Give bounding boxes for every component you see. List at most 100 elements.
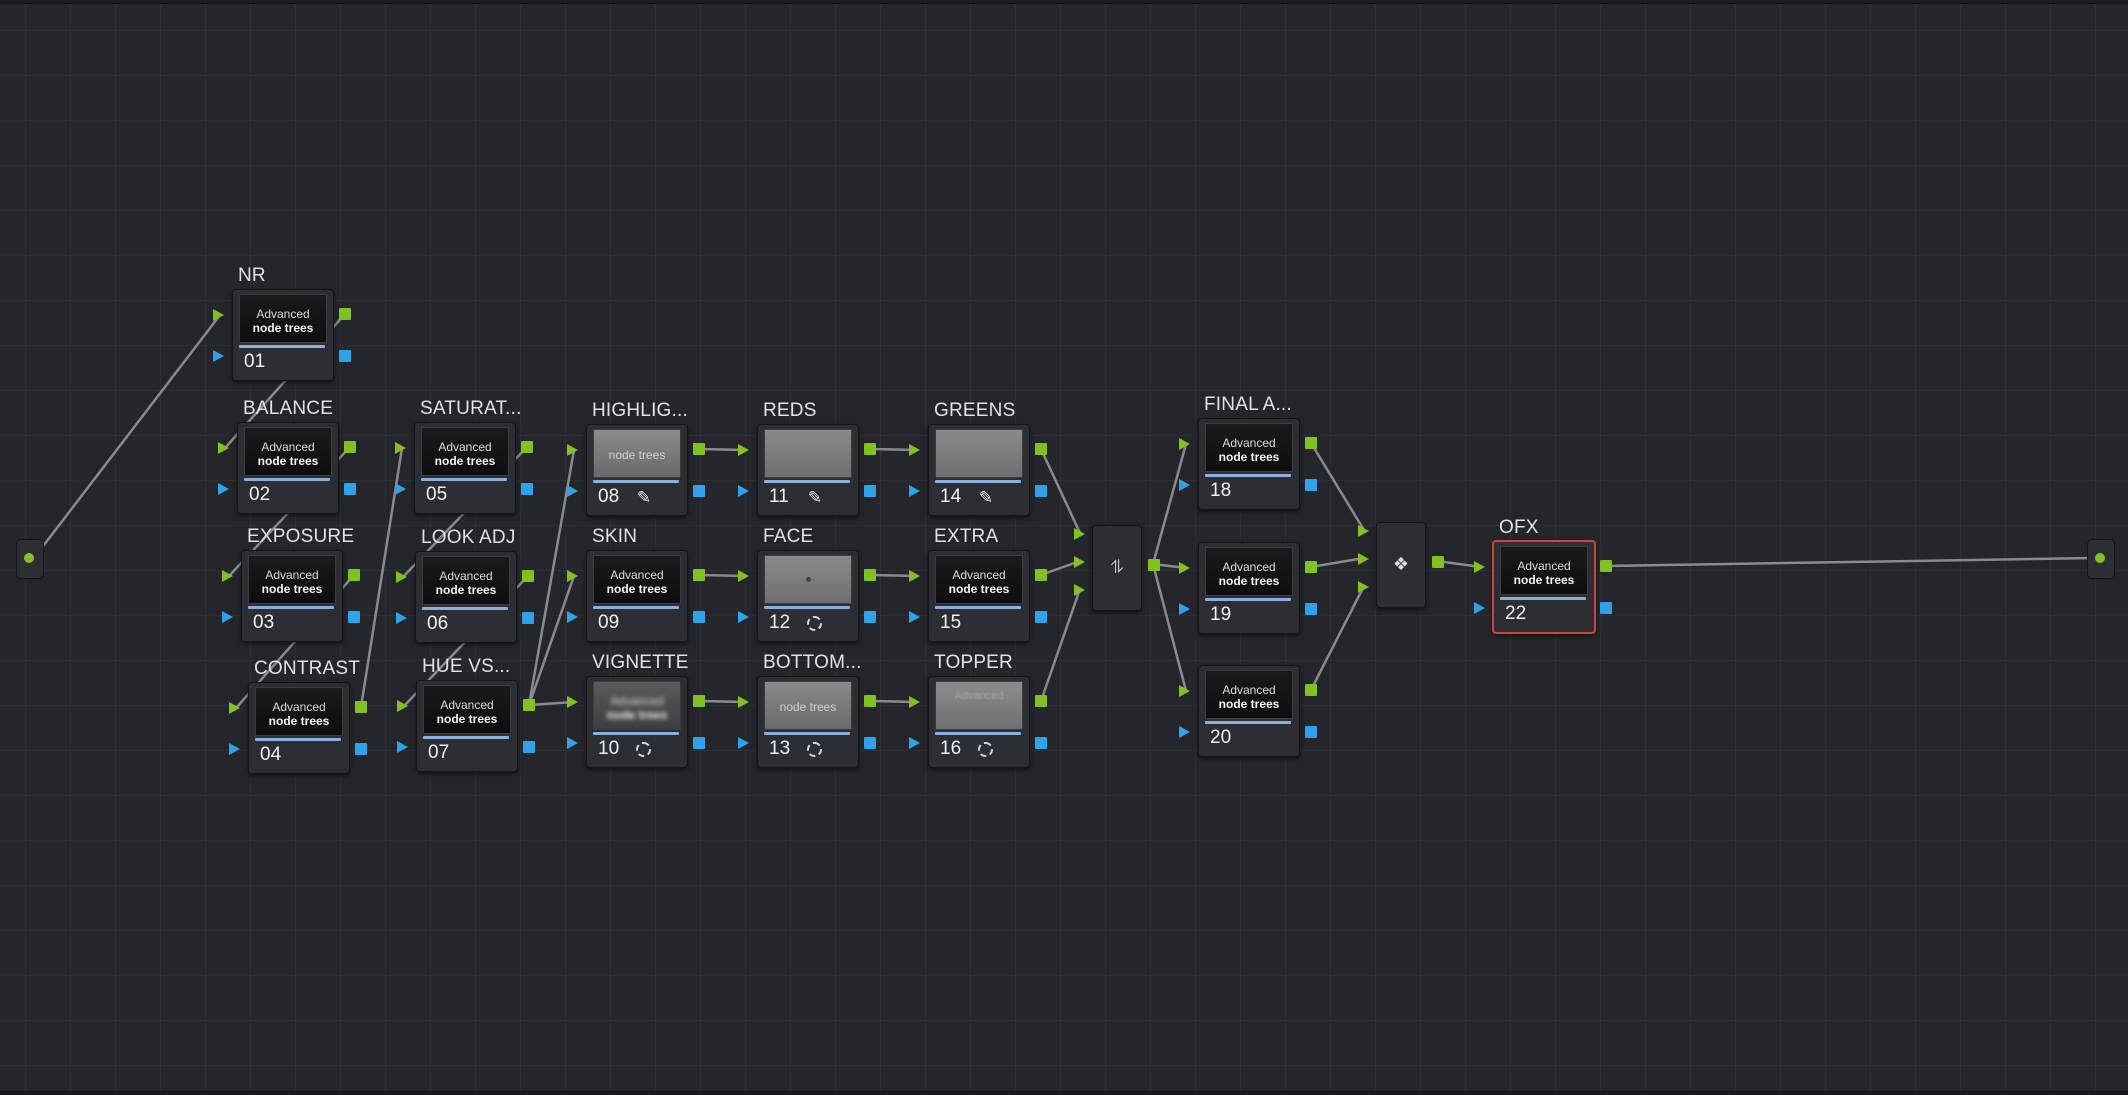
key-output-port[interactable] [344,483,356,495]
rgb-output-port[interactable] [523,699,535,711]
output-input-port[interactable] [2095,553,2105,563]
rgb-input-port[interactable] [397,700,408,712]
key-output-port[interactable] [864,737,876,749]
rgb-input-port[interactable] [222,570,233,582]
rgb-input-port[interactable] [909,696,920,708]
mixer-input-port-2[interactable] [1358,553,1369,565]
rgb-output-port[interactable] [864,443,876,455]
source-input-node[interactable] [16,539,44,579]
rgb-input-port[interactable] [567,444,578,456]
rgb-output-port[interactable] [693,695,705,707]
node-16[interactable]: TOPPERAdvancednode trees16 [909,652,1047,768]
key-output-port[interactable] [522,612,534,624]
layer-mixer[interactable]: ❖ [1358,522,1444,608]
key-output-port[interactable] [1305,726,1317,738]
key-input-port[interactable] [738,485,749,497]
key-input-port[interactable] [1179,479,1190,491]
key-output-port[interactable] [521,483,533,495]
mixer-input-port-1[interactable] [1074,528,1085,540]
node-14[interactable]: GREENSAdvancednode trees14✎ [909,400,1047,516]
rgb-output-port[interactable] [344,441,356,453]
key-output-port[interactable] [693,611,705,623]
rgb-output-port[interactable] [1035,695,1047,707]
rgb-input-port[interactable] [738,696,749,708]
rgb-output-port[interactable] [522,570,534,582]
rgb-input-port[interactable] [396,571,407,583]
key-output-port[interactable] [1035,485,1047,497]
key-output-port[interactable] [864,485,876,497]
rgb-input-port[interactable] [395,442,406,454]
key-input-port[interactable] [909,611,920,623]
rgb-input-port[interactable] [909,570,920,582]
key-input-port[interactable] [397,741,408,753]
key-output-port[interactable] [693,485,705,497]
key-input-port[interactable] [395,483,406,495]
parallel-mixer[interactable]: ⥮ [1074,525,1160,611]
mixer-input-port-1[interactable] [1358,525,1369,537]
rgb-output-port[interactable] [864,695,876,707]
key-output-port[interactable] [523,741,535,753]
key-output-port[interactable] [1035,737,1047,749]
node-12[interactable]: FACEAdvancednode trees12 [738,526,876,642]
rgb-output-port[interactable] [864,569,876,581]
key-input-port[interactable] [567,611,578,623]
rgb-output-port[interactable] [348,569,360,581]
mixer-input-port-3[interactable] [1074,584,1085,596]
mixer-output-port[interactable] [1432,556,1444,568]
rgb-input-port[interactable] [909,444,920,456]
key-input-port[interactable] [1474,602,1485,614]
rgb-output-port[interactable] [1305,684,1317,696]
key-input-port[interactable] [567,485,578,497]
rgb-input-port[interactable] [738,444,749,456]
key-output-port[interactable] [348,611,360,623]
rgb-input-port[interactable] [1179,438,1190,450]
timeline-output-node[interactable] [2087,539,2115,579]
rgb-input-port[interactable] [213,309,224,321]
mixer-input-port-2[interactable] [1074,556,1085,568]
rgb-output-port[interactable] [355,701,367,713]
key-input-port[interactable] [229,743,240,755]
rgb-output-port[interactable] [693,569,705,581]
key-output-port[interactable] [864,611,876,623]
rgb-output-port[interactable] [1600,560,1612,572]
rgb-output-port[interactable] [1035,443,1047,455]
rgb-input-port[interactable] [1179,685,1190,697]
rgb-output-port[interactable] [1305,561,1317,573]
rgb-output-port[interactable] [521,441,533,453]
key-output-port[interactable] [1305,603,1317,615]
key-input-port[interactable] [567,737,578,749]
key-input-port[interactable] [1179,603,1190,615]
key-output-port[interactable] [693,737,705,749]
rgb-input-port[interactable] [229,702,240,714]
rgb-input-port[interactable] [1474,561,1485,573]
key-output-port[interactable] [1035,611,1047,623]
key-input-port[interactable] [1179,726,1190,738]
mixer-output-port[interactable] [1148,559,1160,571]
node-11[interactable]: REDSAdvancednode trees11✎ [738,400,876,516]
key-input-port[interactable] [396,612,407,624]
key-output-port[interactable] [1600,602,1612,614]
rgb-input-port[interactable] [567,570,578,582]
rgb-output-port[interactable] [1035,569,1047,581]
source-output-port[interactable] [24,553,34,563]
key-input-port[interactable] [738,611,749,623]
mixer-input-port-3[interactable] [1358,581,1369,593]
rgb-output-port[interactable] [693,443,705,455]
rgb-input-port[interactable] [738,570,749,582]
key-output-port[interactable] [1305,479,1317,491]
rgb-output-port[interactable] [339,308,351,320]
